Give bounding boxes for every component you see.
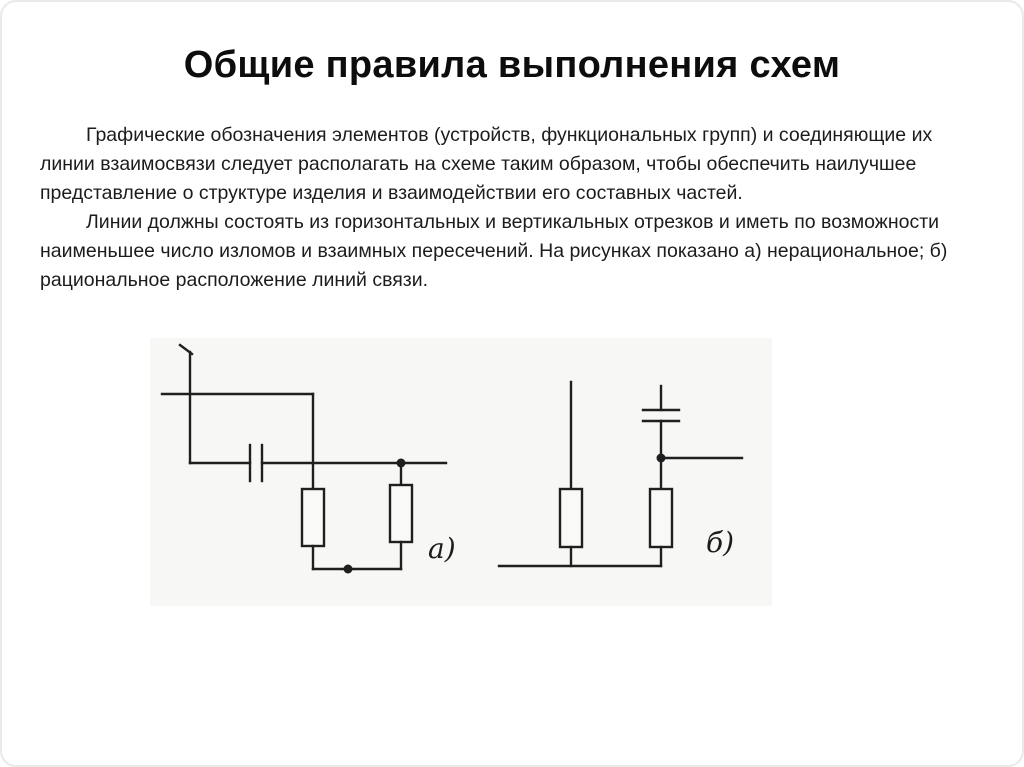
resistor-symbol <box>388 483 414 544</box>
paragraph-rules-placement: Графические обозначения элементов (устро… <box>40 124 933 204</box>
resistor-symbol <box>648 487 674 549</box>
circuit-diagram: а) б) <box>150 338 772 606</box>
page-title: Общие правила выполнения схем <box>183 44 841 86</box>
diagram-label-b: б) <box>706 526 734 559</box>
paragraph-rules-lines: Линии должны состоять из горизонтальных … <box>40 211 948 291</box>
resistor-symbol <box>558 487 584 549</box>
junction-dot <box>343 564 353 574</box>
circuit-a: а) <box>160 343 456 574</box>
circuit-b: б) <box>497 380 744 568</box>
circuit-svg: а) б) <box>160 343 744 574</box>
diagram-label-a: а) <box>428 532 456 565</box>
resistor-symbol <box>300 487 326 548</box>
